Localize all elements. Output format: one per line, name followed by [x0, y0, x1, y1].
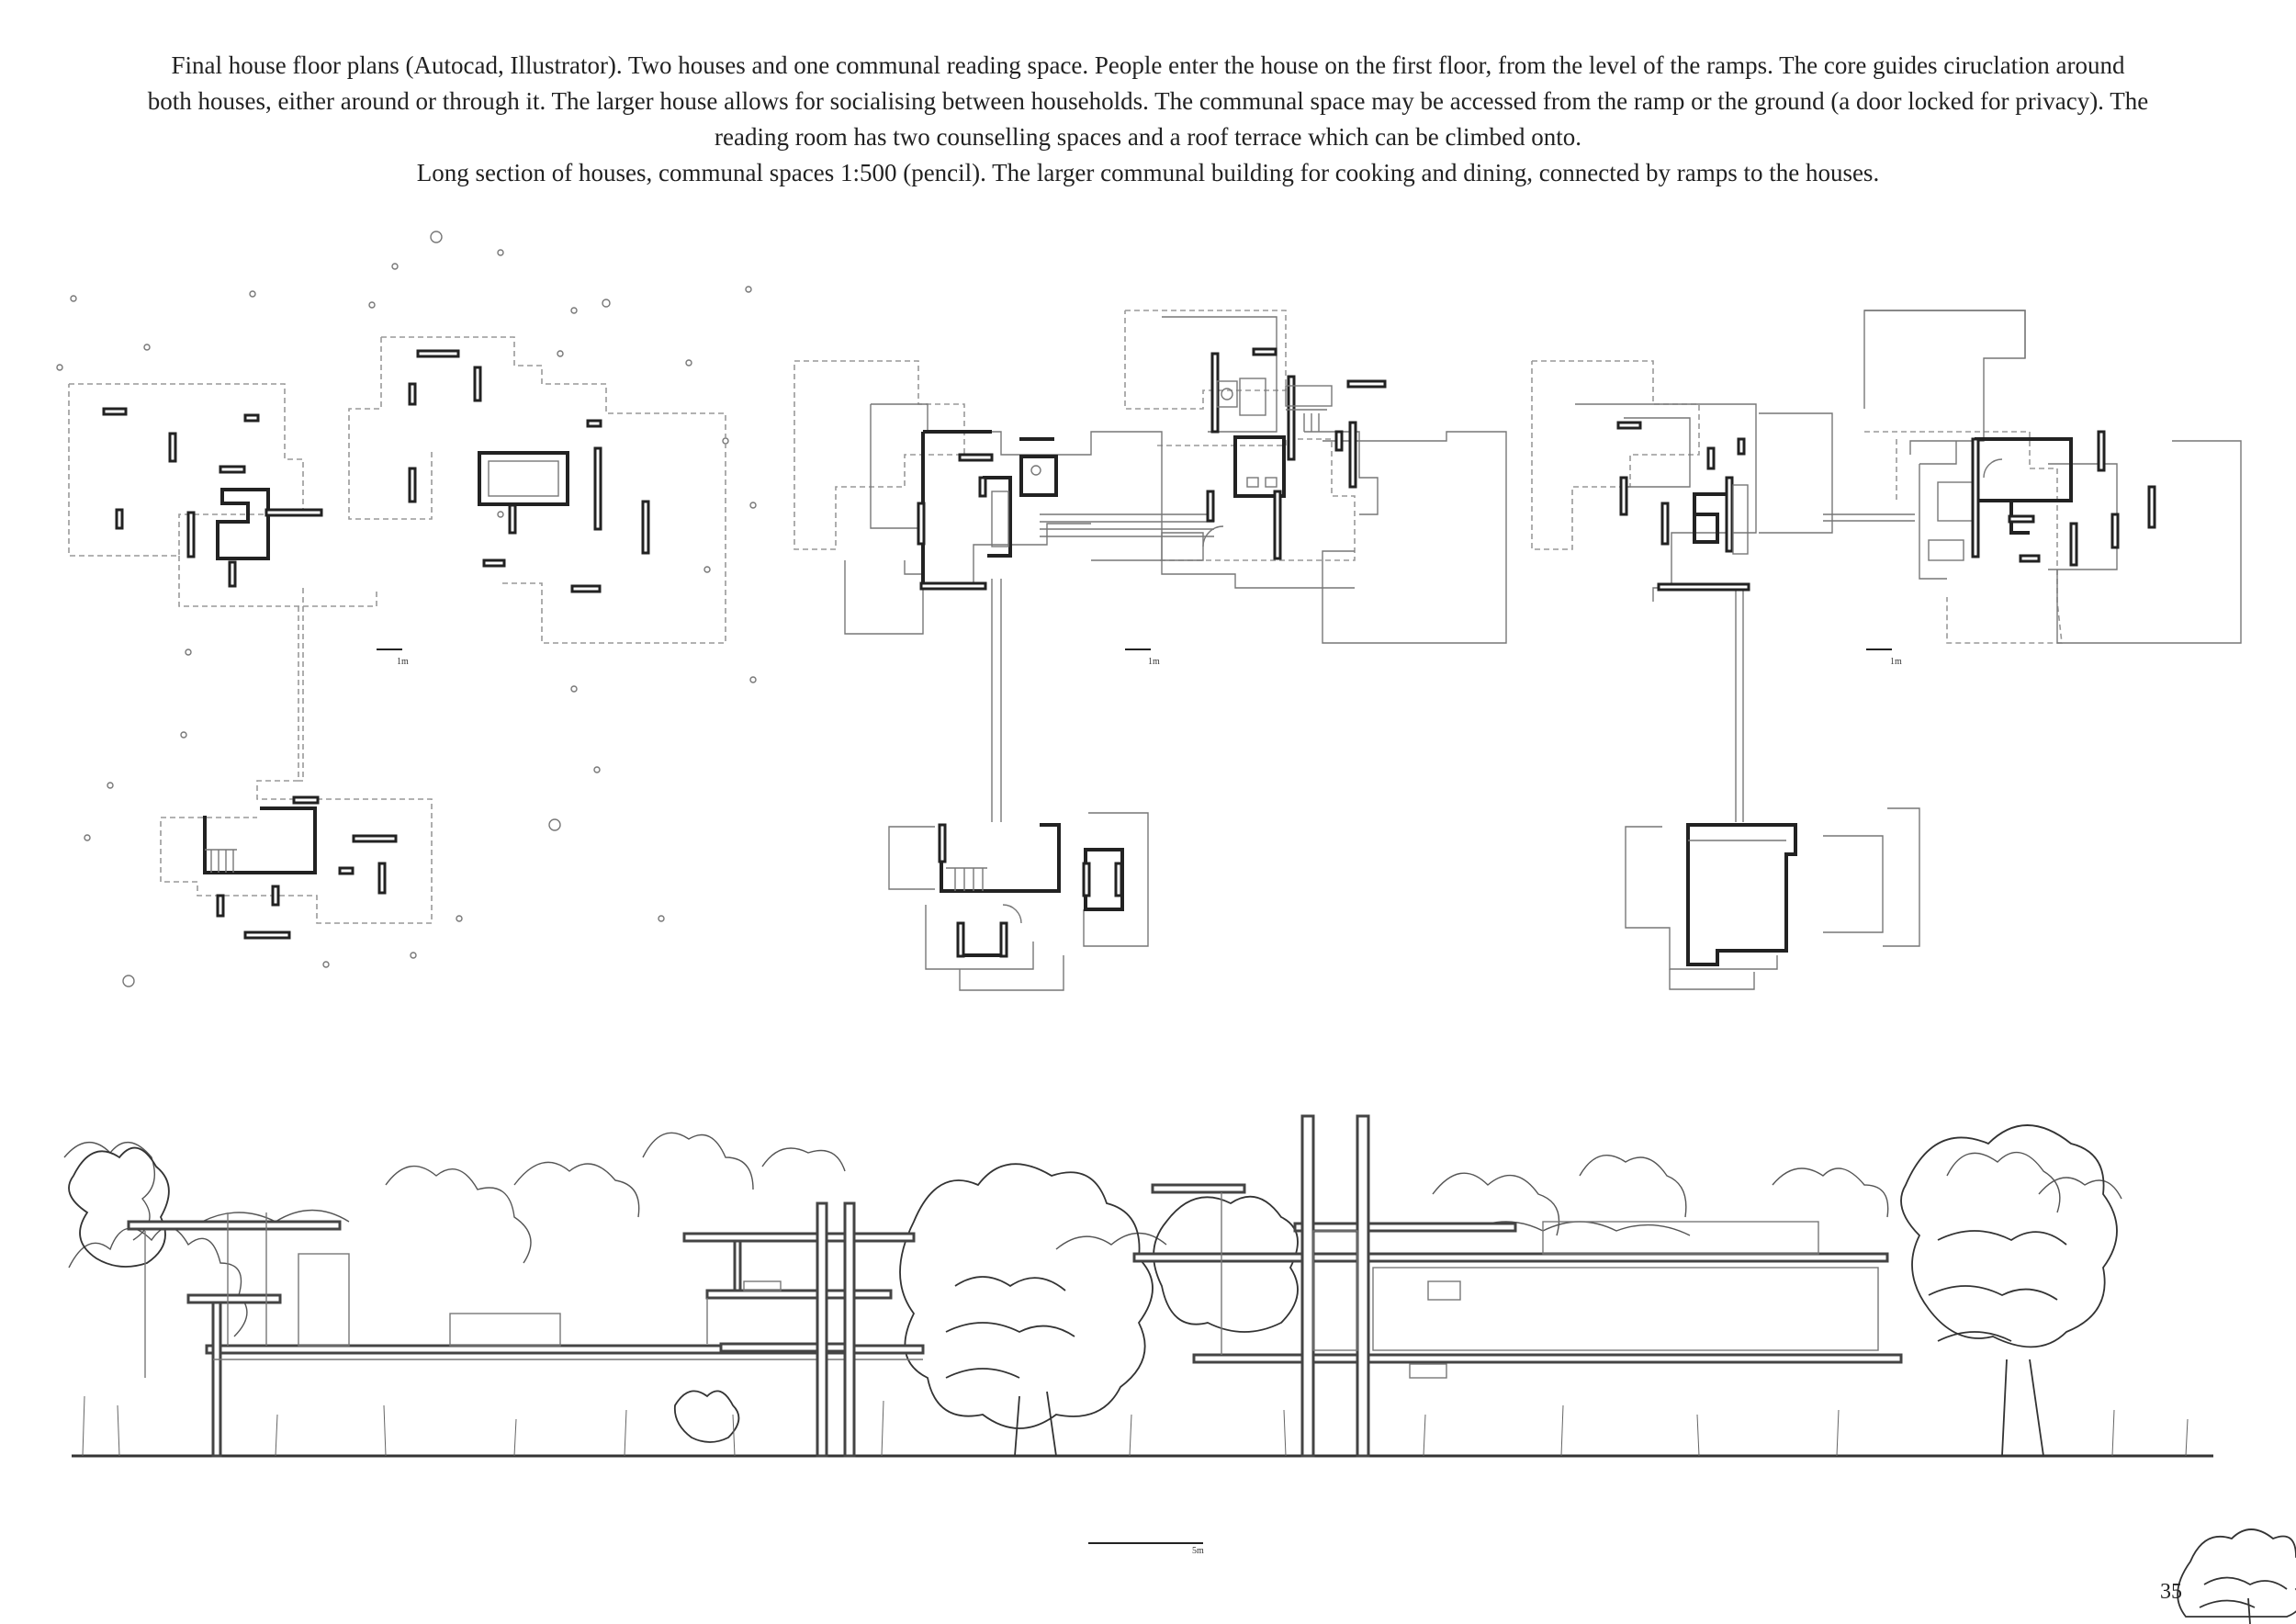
corner-tree-sketch	[2177, 1528, 2296, 1624]
plan1-scale-label: 1m	[397, 657, 409, 667]
plan3-scale-label: 1m	[1890, 657, 1902, 667]
section-foreground-trees	[68, 1124, 2118, 1457]
section-communal-building	[1132, 1114, 1903, 1458]
section-background-trees	[63, 1132, 2122, 1337]
caption-line-2: both houses, either around or through it…	[147, 87, 2149, 115]
caption-line-1: Final house floor plans (Autocad, Illust…	[171, 51, 2125, 79]
ground-floor-walls	[102, 349, 650, 940]
section-house-left	[127, 1212, 925, 1458]
upper-floor-walls	[1616, 421, 2156, 990]
long-section: 5m	[63, 1114, 2213, 1556]
caption-line-4: Long section of houses, communal spaces …	[416, 159, 1880, 186]
caption: Final house floor plans (Autocad, Illust…	[37, 48, 2259, 191]
grass-hatching	[82, 1395, 2189, 1457]
floor-plan-first: 1m	[793, 310, 1507, 991]
caption-line-3: reading room has two counselling spaces …	[715, 123, 1581, 151]
first-floor-walls	[888, 347, 1387, 991]
floor-plan-upper: 1m	[1531, 310, 2242, 990]
page-number: 35	[2160, 1580, 2182, 1604]
site-pebbles	[56, 231, 757, 987]
upper-ramp-lines	[1735, 588, 1744, 822]
floor-plan-ground: 1m	[56, 231, 757, 987]
section-house-middle	[682, 1201, 916, 1458]
section-scale-label: 5m	[1192, 1546, 1204, 1556]
ramp-lines	[991, 513, 1214, 822]
plan2-scale-label: 1m	[1148, 657, 1160, 667]
